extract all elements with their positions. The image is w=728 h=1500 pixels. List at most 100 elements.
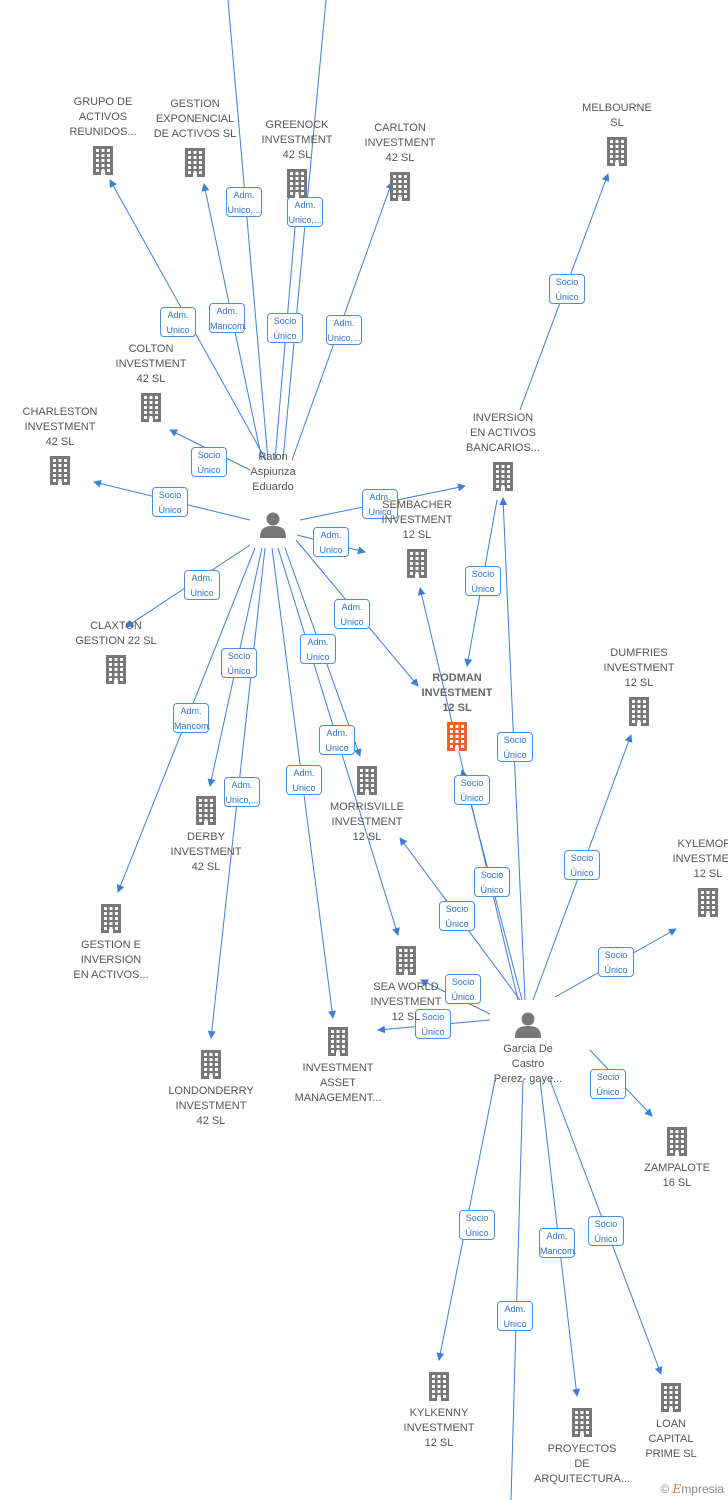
relation-badge[interactable]: Adm.Unico	[286, 765, 322, 795]
focus-building-icon[interactable]	[445, 720, 469, 757]
relation-badge[interactable]: Adm.Unico	[319, 725, 355, 755]
building-icon[interactable]	[405, 547, 429, 584]
relation-badge[interactable]: Adm.Unico	[300, 634, 336, 664]
relation-badge[interactable]: Adm.Unico	[184, 570, 220, 600]
building-icon[interactable]	[665, 1125, 689, 1162]
building-icon[interactable]	[139, 391, 163, 428]
label-line: GREENOCK	[265, 119, 329, 131]
building-icon[interactable]	[99, 902, 123, 939]
building-icon[interactable]	[194, 794, 218, 831]
label-line: INVESTMENT	[24, 421, 96, 433]
relation-badge[interactable]: Adm.Mancom.	[209, 303, 248, 333]
label-line: ACTIVOS	[78, 111, 128, 123]
building-icon[interactable]	[355, 764, 379, 801]
building-icon[interactable]	[696, 886, 720, 923]
relation-badge[interactable]: Adm.Mancom.	[173, 703, 211, 733]
relation-badge[interactable]: Adm.Unico	[334, 599, 370, 629]
building-icon[interactable]	[326, 1025, 350, 1062]
building-icon[interactable]	[388, 170, 412, 207]
person-icon[interactable]	[259, 510, 287, 543]
relation-badge[interactable]: Adm.Mancom.	[539, 1228, 577, 1258]
label-line: 12 SL	[624, 677, 654, 689]
building-icon[interactable]	[427, 1370, 451, 1407]
relation-badge[interactable]: Adm.Unico	[362, 489, 398, 519]
building-icon[interactable]	[570, 1406, 594, 1443]
building-icon[interactable]	[285, 167, 309, 204]
relation-badge[interactable]: Adm.Unico	[497, 1301, 533, 1331]
relation-badge-line: Unico	[306, 652, 330, 662]
building-icon[interactable]	[183, 146, 207, 183]
building-icon[interactable]	[104, 653, 128, 690]
label-line: Raton	[258, 451, 288, 463]
label-line: LOAN	[656, 1418, 686, 1430]
relation-badge-line: Socio	[197, 450, 221, 460]
building-icon[interactable]	[48, 454, 72, 491]
relation-badge-line: Unico	[340, 617, 364, 627]
building-icon[interactable]	[394, 944, 418, 981]
building-icon[interactable]	[199, 1048, 223, 1085]
relation-badge[interactable]: Adm.Unico	[160, 307, 196, 337]
relation-badge[interactable]: Adm.Unico,...	[224, 777, 260, 807]
relation-badge[interactable]: Adm.Unico,...	[326, 315, 362, 345]
relation-badge-line: Único	[158, 505, 182, 515]
relation-badge-line: Socio	[158, 490, 182, 500]
building-icon[interactable]	[659, 1381, 683, 1418]
company-label[interactable]: KYLEMOREINVESTMENT12 SL	[633, 837, 728, 882]
edge-raton-top-right	[282, 0, 327, 461]
relation-badge-line: Adm.	[180, 706, 202, 716]
relation-badge-line: Socio	[445, 904, 469, 914]
relation-badge-line: Adm.	[294, 200, 316, 210]
person-icon[interactable]	[514, 1010, 542, 1043]
relation-badge-line: Mancom.	[210, 321, 248, 331]
relation-badge[interactable]: Adm.Unico,...	[226, 187, 262, 217]
relation-badge-line: Socio	[594, 1219, 618, 1229]
building-icon[interactable]	[627, 695, 651, 732]
relation-badge[interactable]: Adm.Unico	[313, 527, 349, 557]
label-line: 16 SL	[662, 1177, 692, 1189]
building-icon[interactable]	[605, 135, 629, 172]
building-icon[interactable]	[91, 144, 115, 181]
building-icon[interactable]	[491, 460, 515, 497]
